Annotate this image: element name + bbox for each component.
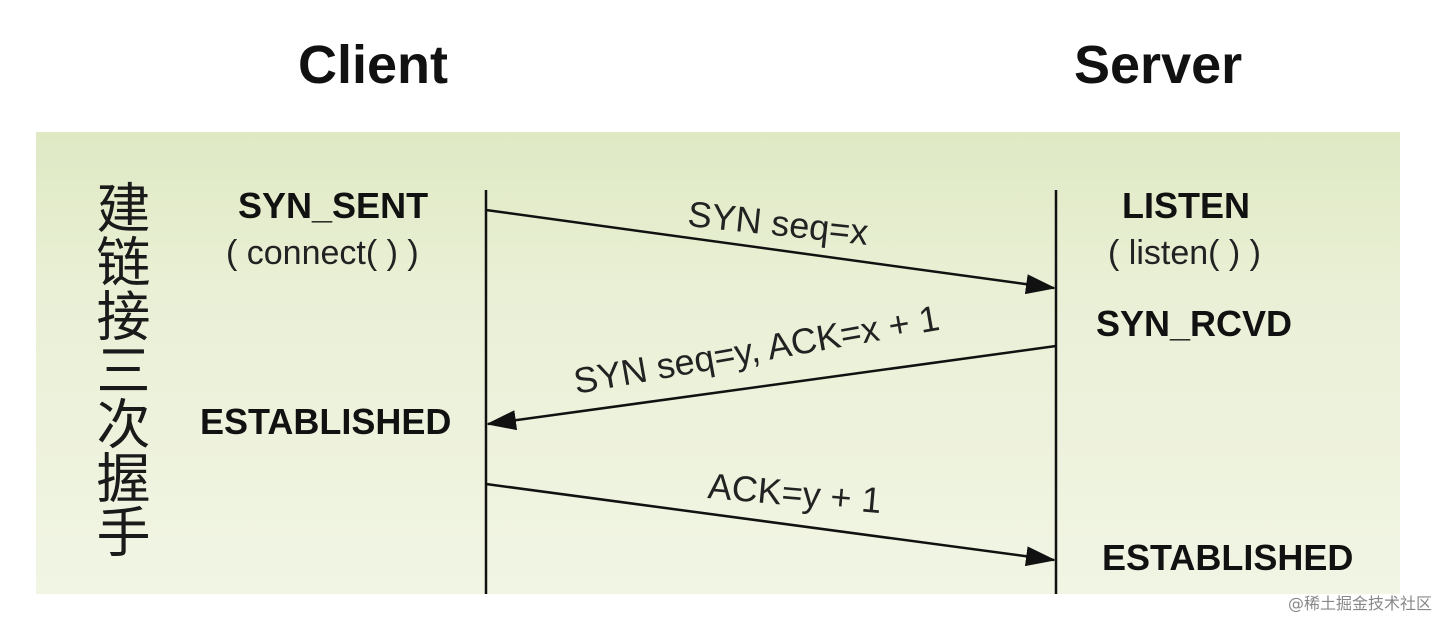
syn-ack-arrow xyxy=(486,344,1057,431)
handshake-panel xyxy=(36,132,1400,594)
server-listen-state: LISTEN xyxy=(1122,185,1251,226)
client-connect-call: ( connect( ) ) xyxy=(226,234,419,272)
side-label: 建链接三次握手 xyxy=(87,180,150,558)
client-syn-sent-state: SYN_SENT xyxy=(238,185,429,226)
server-syn-rcvd-state: SYN_RCVD xyxy=(1096,303,1293,344)
syn-arrow xyxy=(485,208,1056,295)
watermark: @稀土掘金技术社区 xyxy=(1287,594,1432,613)
server-established-state: ESTABLISHED xyxy=(1102,537,1354,578)
server-header: Server xyxy=(1074,35,1243,95)
ack-arrow xyxy=(485,482,1056,567)
server-listen-call: ( listen( ) ) xyxy=(1108,234,1261,272)
client-established-state: ESTABLISHED xyxy=(200,401,452,442)
client-header: Client xyxy=(298,35,449,95)
